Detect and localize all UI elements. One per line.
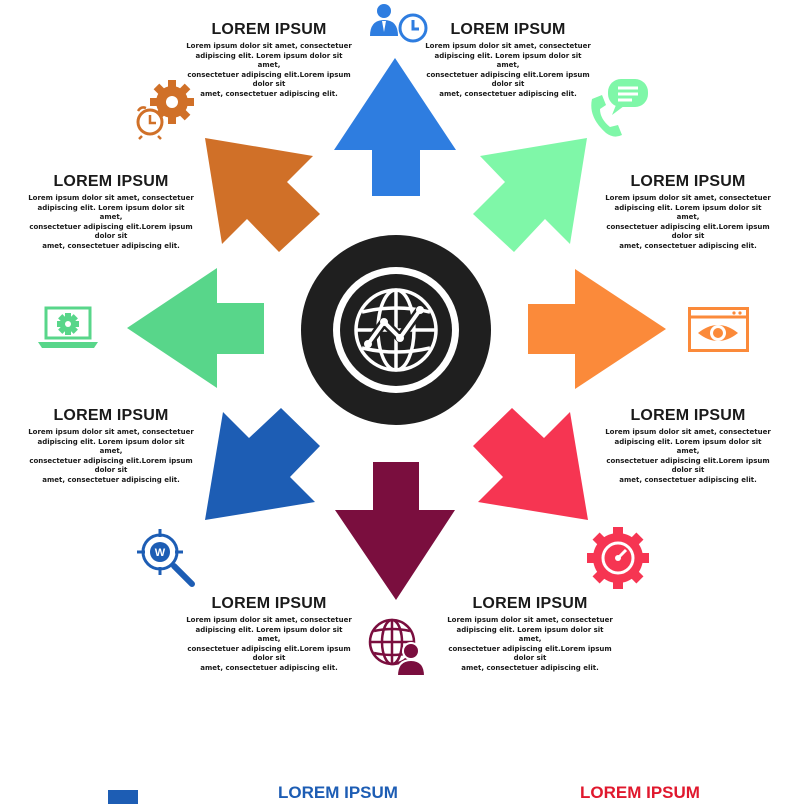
text-block-bottom-right: LOREM IPSUM Lorem ipsum dolor sit amet, … (444, 595, 616, 673)
block-title: LOREM IPSUM (472, 595, 588, 612)
block-title: LOREM IPSUM (630, 173, 746, 190)
text-block-lower-left: LOREM IPSUM Lorem ipsum dolor sit amet, … (25, 407, 197, 485)
footer-title-left: LOREM IPSUM (278, 783, 398, 802)
gear-speedometer-icon (587, 527, 649, 589)
footer-marker (108, 790, 138, 804)
arrow-down-left (205, 408, 320, 520)
arrows (127, 58, 666, 600)
gear-alarm-clock-icon (136, 80, 194, 140)
arrow-left (127, 268, 264, 388)
arrow-up-right (473, 138, 587, 252)
block-title: LOREM IPSUM (211, 21, 327, 38)
text-block-upper-right: LOREM IPSUM Lorem ipsum dolor sit amet, … (602, 173, 774, 251)
arrow-up-left (205, 138, 320, 252)
phone-chat-icon (591, 79, 648, 137)
block-text: Lorem ipsum dolor sit amet, consectetuer… (605, 428, 771, 484)
magnifier-target-icon: W (137, 529, 195, 587)
block-text: Lorem ipsum dolor sit amet, consectetuer… (28, 428, 194, 484)
block-text: Lorem ipsum dolor sit amet, consectetuer… (425, 42, 591, 98)
arrow-down-right (473, 408, 588, 520)
svg-text:W: W (155, 547, 166, 559)
center-hub (301, 235, 491, 425)
block-title: LOREM IPSUM (450, 21, 566, 38)
text-block-lower-right: LOREM IPSUM Lorem ipsum dolor sit amet, … (602, 407, 774, 485)
footer-title-right: LOREM IPSUM (580, 783, 700, 802)
block-text: Lorem ipsum dolor sit amet, consectetuer… (447, 616, 613, 672)
text-block-bottom-left: LOREM IPSUM Lorem ipsum dolor sit amet, … (183, 595, 355, 673)
block-title: LOREM IPSUM (211, 595, 327, 612)
text-block-top-right: LOREM IPSUM Lorem ipsum dolor sit amet, … (422, 21, 594, 99)
block-text: Lorem ipsum dolor sit amet, consectetuer… (28, 194, 194, 250)
text-block-top-left: LOREM IPSUM Lorem ipsum dolor sit amet, … (183, 21, 355, 99)
block-text: Lorem ipsum dolor sit amet, consectetuer… (186, 616, 352, 672)
globe-person-icon (368, 618, 427, 677)
laptop-gear-icon (38, 306, 98, 348)
browser-eye-icon (688, 307, 749, 352)
arrow-right (528, 269, 666, 389)
arrow-up (334, 58, 456, 196)
block-title: LOREM IPSUM (630, 407, 746, 424)
block-text: Lorem ipsum dolor sit amet, consectetuer… (605, 194, 771, 250)
block-title: LOREM IPSUM (53, 173, 169, 190)
block-title: LOREM IPSUM (53, 407, 169, 424)
arrow-down (335, 462, 455, 600)
block-text: Lorem ipsum dolor sit amet, consectetuer… (186, 42, 352, 98)
text-block-upper-left: LOREM IPSUM Lorem ipsum dolor sit amet, … (25, 173, 197, 251)
businessman-clock-icon (370, 4, 428, 43)
